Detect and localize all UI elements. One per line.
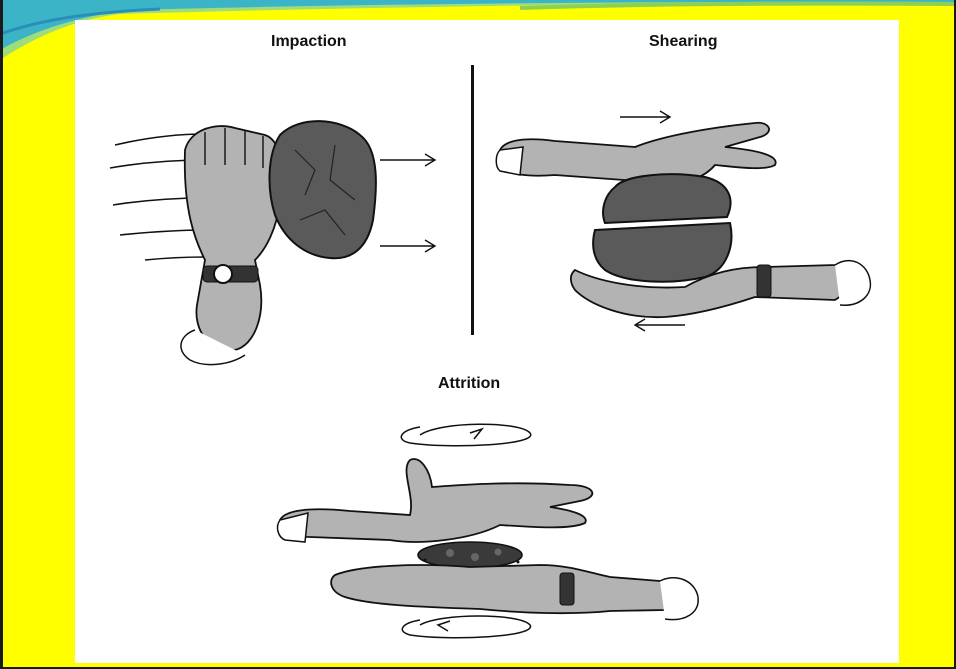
attrition-caption: Attrition (438, 375, 500, 393)
panel-divider (471, 65, 474, 335)
top-hand-icon (496, 123, 775, 184)
rock-icon (270, 121, 376, 258)
arrow-icons (380, 154, 435, 252)
shearing-caption: Shearing (649, 33, 717, 51)
attrition-illustration (270, 415, 710, 655)
impaction-illustration (105, 110, 455, 370)
diagram-panel: Impaction Shearing Attrition (75, 20, 899, 663)
rock-particles-icon (418, 542, 522, 568)
lower-hand-icon (331, 565, 698, 620)
fist-icon (181, 126, 282, 365)
impaction-caption: Impaction (271, 33, 347, 51)
frame-left-border (0, 0, 3, 669)
upper-hand-icon (278, 459, 593, 542)
shearing-illustration (495, 105, 875, 345)
split-rock-icon (593, 174, 731, 281)
